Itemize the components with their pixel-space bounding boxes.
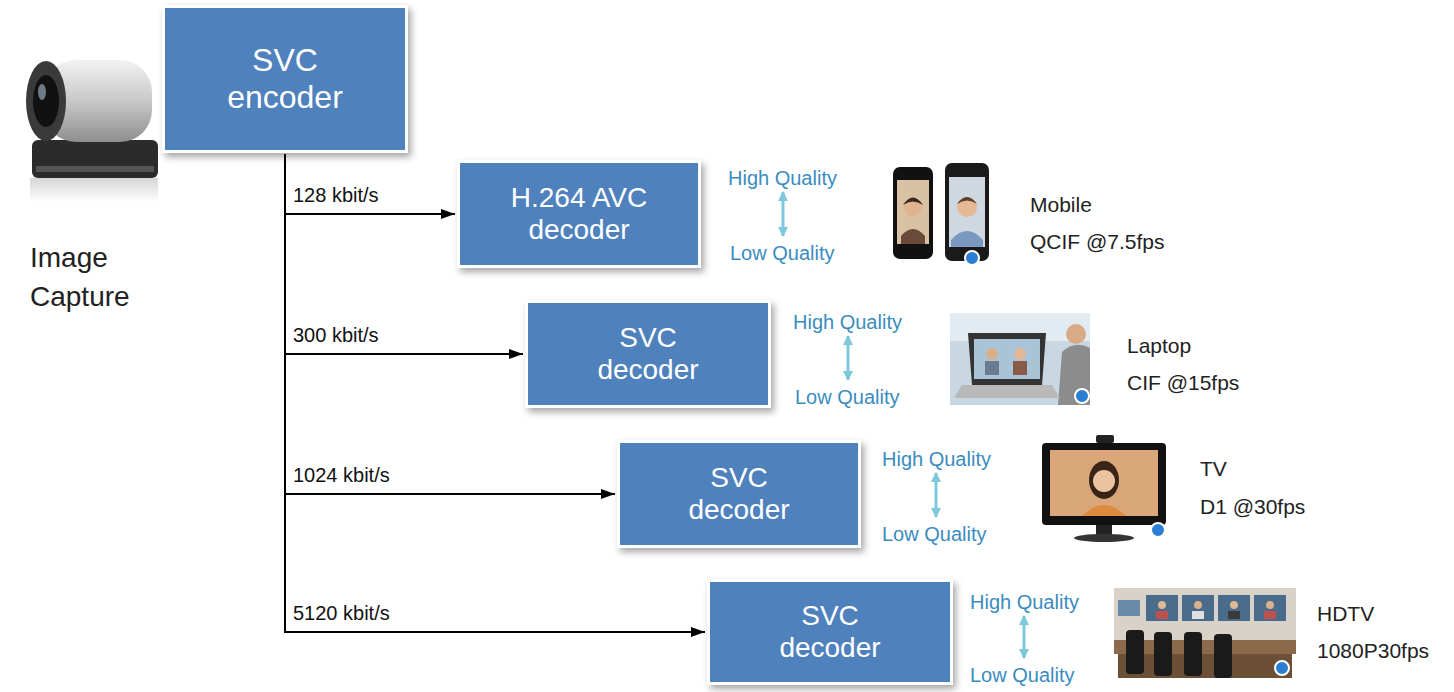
mobile-picture-part <box>957 197 977 217</box>
tv-picture-part <box>1074 534 1134 542</box>
laptop-picture-part <box>950 313 1090 405</box>
quality-label: High Quality <box>882 447 991 471</box>
tv-picture-part <box>1096 435 1114 443</box>
device-label: TV <box>1200 456 1227 481</box>
device-label: 1080P30fps <box>1317 638 1429 663</box>
hdtv-room-picture-part <box>1214 634 1232 678</box>
tv-picture <box>1042 435 1166 542</box>
camera-picture-part <box>38 84 46 100</box>
tv-picture-part <box>1096 525 1112 535</box>
mobile-picture-part <box>903 198 923 206</box>
tv-picture-part <box>1042 443 1166 525</box>
laptop-picture-part <box>1058 345 1090 405</box>
mobile-picture <box>893 163 989 265</box>
hdtv-room-picture-part <box>1146 595 1178 621</box>
bitrate-label: 300 kbit/s <box>291 323 381 347</box>
hdtv-room-picture-part <box>1156 611 1168 619</box>
device-label: D1 @30fps <box>1200 494 1305 519</box>
hdtv-room-picture-part <box>1118 654 1292 678</box>
tv-picture-part <box>1093 470 1115 492</box>
quality-label: Low Quality <box>795 385 900 409</box>
decoder-box: SVC decoder <box>528 303 768 405</box>
tv-picture-part <box>1050 450 1158 516</box>
laptop-picture-part <box>1075 389 1089 403</box>
mobile-picture-part <box>945 163 989 261</box>
quality-label: Low Quality <box>882 522 987 546</box>
bitrate-label: 1024 kbit/s <box>291 463 392 487</box>
laptop-picture-part <box>985 361 999 375</box>
box-text: H.264 AVC decoder <box>504 182 654 246</box>
hdtv-room-picture-part <box>1184 632 1202 676</box>
encoder-box: SVC encoder <box>165 8 405 150</box>
laptop-picture-part <box>954 385 1060 398</box>
caption-label: Image Capture <box>30 238 130 316</box>
quality-label: High Quality <box>793 310 902 334</box>
hdtv-room-picture-part <box>1230 601 1238 609</box>
hdtv-room-picture-part <box>1126 630 1144 674</box>
laptop-picture-part <box>1013 361 1027 375</box>
hdtv-room-picture-part <box>1228 611 1240 619</box>
mobile-picture-part <box>965 251 979 265</box>
device-label: QCIF @7.5fps <box>1030 229 1165 254</box>
mobile-picture-part <box>949 177 985 247</box>
camera-picture-part <box>33 75 59 127</box>
device-label: Laptop <box>1127 333 1191 358</box>
box-text: SVC decoder <box>664 462 814 526</box>
decoder-box: SVC decoder <box>620 443 858 545</box>
camera-picture-part <box>30 178 158 202</box>
quality-arrow-part <box>782 192 785 236</box>
quality-label: Low Quality <box>730 241 835 265</box>
camera-picture-part <box>36 166 154 172</box>
bitrate-label: 5120 kbit/s <box>291 601 392 625</box>
laptop-picture-part <box>974 339 1040 379</box>
hdtv-room-picture-part <box>1194 601 1202 609</box>
device-label: CIF @15fps <box>1127 370 1239 395</box>
mobile-picture-part <box>893 167 933 259</box>
tv-picture-part <box>1082 505 1126 516</box>
camera-picture <box>26 60 158 202</box>
bitrate-label: 128 kbit/s <box>291 183 381 207</box>
decoder-box: H.264 AVC decoder <box>460 163 698 265</box>
laptop-picture-part <box>1014 348 1026 360</box>
mobile-picture-part <box>951 231 983 247</box>
quality-label: High Quality <box>970 590 1079 614</box>
device-label: HDTV <box>1317 601 1374 626</box>
laptop-picture-part <box>968 333 1046 385</box>
hdtv-room-picture-part <box>1118 600 1140 616</box>
hdtv-room-picture-part <box>1158 601 1166 609</box>
bitrate-arrow <box>285 154 455 214</box>
quality-arrow-part <box>935 473 938 517</box>
device-label: Mobile <box>1030 192 1092 217</box>
quality-arrow-part <box>1023 616 1026 658</box>
hdtv-room-picture-part <box>1192 611 1204 619</box>
mobile-picture-part <box>897 180 929 244</box>
laptop-picture <box>950 313 1090 405</box>
hdtv-room-picture-part <box>1154 632 1172 676</box>
mobile-picture-part <box>901 229 925 244</box>
laptop-picture-part <box>1066 324 1086 344</box>
mobile-picture-part <box>904 198 922 216</box>
tv-picture-part <box>1151 523 1165 537</box>
quality-label: Low Quality <box>970 663 1075 687</box>
hdtv-room-picture-part <box>1264 611 1276 619</box>
hdtv-room-picture-part <box>1182 595 1214 621</box>
hdtv-room-picture-part <box>1275 661 1289 675</box>
box-text: SVC decoder <box>755 600 905 664</box>
box-text: SVC encoder <box>210 42 360 116</box>
camera-picture-part <box>26 61 66 141</box>
quality-label: High Quality <box>728 166 837 190</box>
tv-picture-part <box>1089 461 1119 499</box>
hdtv-room-picture <box>1114 588 1296 678</box>
hdtv-room-picture-part <box>1266 601 1274 609</box>
decoder-box: SVC decoder <box>710 582 950 682</box>
hdtv-room-picture-part <box>1218 595 1250 621</box>
hdtv-room-picture-part <box>1254 595 1286 621</box>
mobile-picture-part <box>957 197 977 204</box>
box-text: SVC decoder <box>573 322 723 386</box>
laptop-picture-part <box>986 348 998 360</box>
camera-picture-part <box>32 140 158 178</box>
quality-arrow-part <box>847 336 850 380</box>
